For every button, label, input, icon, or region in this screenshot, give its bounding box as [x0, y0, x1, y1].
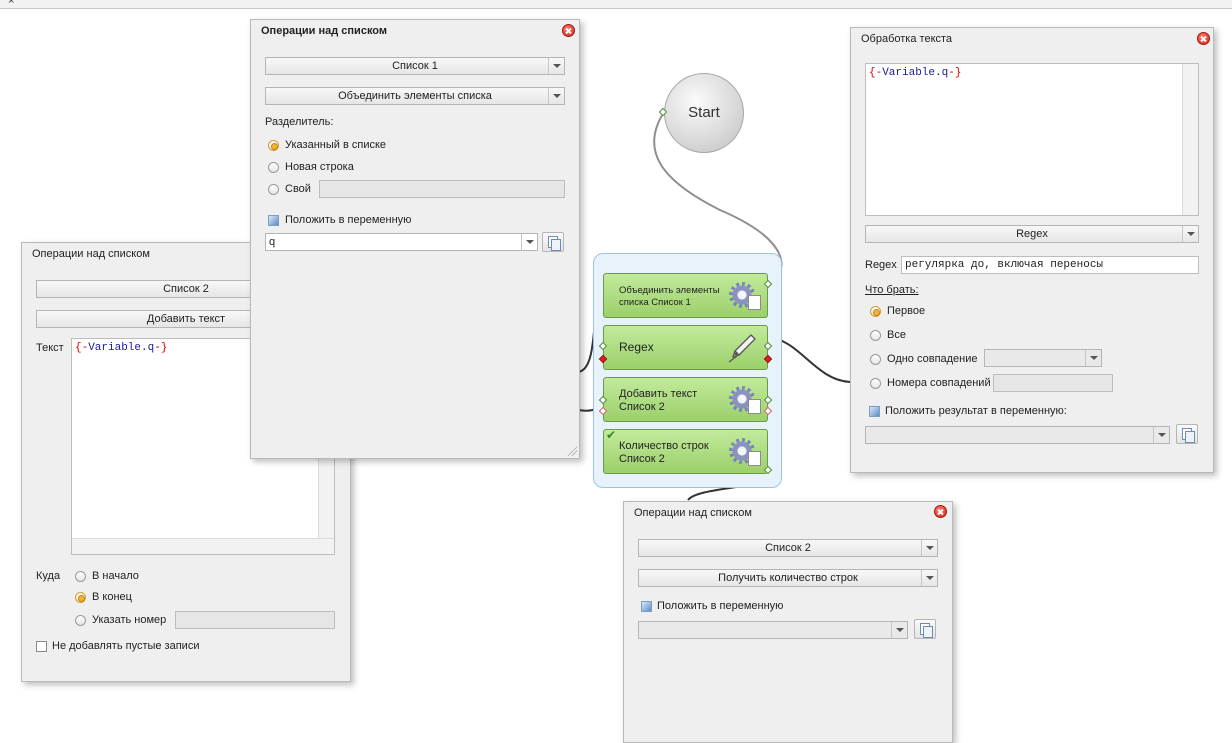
list-select[interactable]: Список 2 — [638, 539, 938, 557]
regex-label: Regex — [865, 259, 897, 271]
result-variable-select[interactable] — [865, 426, 1170, 444]
match-index-select[interactable] — [984, 349, 1102, 367]
chevron-down-icon — [548, 88, 564, 104]
gear-icon — [729, 282, 761, 310]
action-label: Regex — [619, 340, 654, 354]
pen-icon — [728, 334, 756, 363]
action-regex[interactable]: Regex — [598, 325, 773, 370]
regex-input[interactable]: регулярка до, включая переносы — [901, 256, 1199, 274]
radio-all[interactable] — [870, 330, 881, 341]
radio-start[interactable] — [75, 571, 86, 582]
action-sublabel: списка Список 1 — [619, 297, 691, 308]
text-label: Текст — [36, 342, 64, 354]
skip-empty-checkbox[interactable] — [36, 641, 47, 652]
panel-text-processing: Обработка текста {-Variable.q-} Regex Re… — [850, 27, 1214, 473]
radio-custom-label: Свой — [285, 183, 311, 195]
match-numbers-input[interactable] — [993, 374, 1113, 392]
close-tab-icon[interactable]: × — [8, 0, 15, 7]
radio-newline[interactable] — [268, 162, 279, 173]
action-join-list[interactable]: Объединить элементы списка Список 1 — [603, 273, 773, 318]
variable-select[interactable]: q — [265, 233, 538, 251]
put-result-checkbox[interactable] — [869, 406, 880, 417]
panel-join-list: Операции над списком Список 1 Объединить… — [250, 19, 580, 459]
radio-numbers-label: Номера совпадений — [887, 377, 991, 389]
chevron-down-icon — [1085, 350, 1101, 366]
chevron-down-icon — [921, 540, 937, 556]
gear-icon — [729, 438, 761, 466]
chevron-down-icon — [1182, 226, 1198, 242]
skip-empty-label: Не добавлять пустые записи — [52, 640, 200, 652]
panel-title: Операции над списком — [32, 248, 150, 260]
put-var-label: Положить в переменную — [285, 214, 412, 226]
chevron-down-icon — [921, 570, 937, 586]
top-strip: × — [0, 0, 1232, 9]
radio-numbers[interactable] — [870, 378, 881, 389]
radio-start-label: В начало — [92, 570, 139, 582]
panel-title: Операции над списком — [634, 507, 752, 519]
action-count-lines[interactable]: ✔ Количество строк Список 2 — [603, 428, 773, 475]
put-var-checkbox[interactable] — [268, 215, 279, 226]
radio-first-label: Первое — [887, 305, 926, 317]
put-result-label: Положить результат в переменную: — [885, 405, 1067, 417]
radio-one[interactable] — [870, 354, 881, 365]
text-area[interactable]: {-Variable.q-} — [865, 63, 1199, 216]
what-take-label: Что брать: — [865, 284, 919, 296]
radio-specified-label: Указанный в списке — [285, 139, 387, 151]
action-label: Объединить элементы — [619, 285, 720, 296]
copy-icon[interactable] — [1176, 424, 1198, 444]
radio-number[interactable] — [75, 615, 86, 626]
check-icon: ✔ — [606, 428, 617, 442]
number-input[interactable] — [175, 611, 335, 629]
radio-end-label: В конец — [92, 591, 132, 603]
variable-select[interactable] — [638, 621, 908, 639]
panel-count-lines: Операции над списком Список 2 Получить к… — [623, 501, 953, 743]
radio-one-label: Одно совпадение — [887, 353, 978, 365]
horizontal-scrollbar[interactable] — [72, 538, 334, 554]
gear-icon — [729, 386, 761, 414]
radio-number-label: Указать номер — [92, 614, 167, 626]
radio-specified[interactable] — [268, 140, 279, 151]
radio-first[interactable] — [870, 306, 881, 317]
radio-all-label: Все — [887, 329, 906, 341]
where-label: Куда — [36, 570, 61, 582]
action-add-text[interactable]: Добавить текст Список 2 — [598, 377, 773, 422]
chevron-down-icon — [1153, 427, 1169, 443]
radio-end[interactable] — [75, 592, 86, 603]
put-var-checkbox[interactable] — [641, 601, 652, 612]
radio-newline-label: Новая строка — [285, 161, 354, 173]
action-label: Добавить текст — [619, 388, 698, 400]
action-label: Количество строк — [619, 440, 709, 452]
separator-label: Разделитель: — [265, 116, 334, 128]
vertical-scrollbar[interactable] — [1182, 64, 1198, 215]
close-icon[interactable] — [562, 24, 575, 37]
put-var-label: Положить в переменную — [657, 600, 784, 612]
radio-custom[interactable] — [268, 184, 279, 195]
mode-select[interactable]: Regex — [865, 225, 1199, 243]
start-node[interactable]: Start — [664, 73, 744, 153]
copy-icon[interactable] — [542, 232, 564, 252]
close-icon[interactable] — [1197, 32, 1210, 45]
action-sublabel: Список 2 — [619, 453, 665, 465]
resize-grip[interactable] — [567, 446, 577, 456]
close-icon[interactable] — [934, 505, 947, 518]
operation-select[interactable]: Получить количество строк — [638, 569, 938, 587]
custom-separator-input[interactable] — [319, 180, 565, 198]
operation-select[interactable]: Объединить элементы списка — [265, 87, 565, 105]
list-select[interactable]: Список 1 — [265, 57, 565, 75]
chevron-down-icon — [548, 58, 564, 74]
chevron-down-icon — [891, 622, 907, 638]
chevron-down-icon — [521, 234, 537, 250]
action-sublabel: Список 2 — [619, 401, 665, 413]
panel-title: Операции над списком — [261, 25, 388, 37]
panel-title: Обработка текста — [861, 33, 953, 45]
copy-icon[interactable] — [914, 619, 936, 639]
